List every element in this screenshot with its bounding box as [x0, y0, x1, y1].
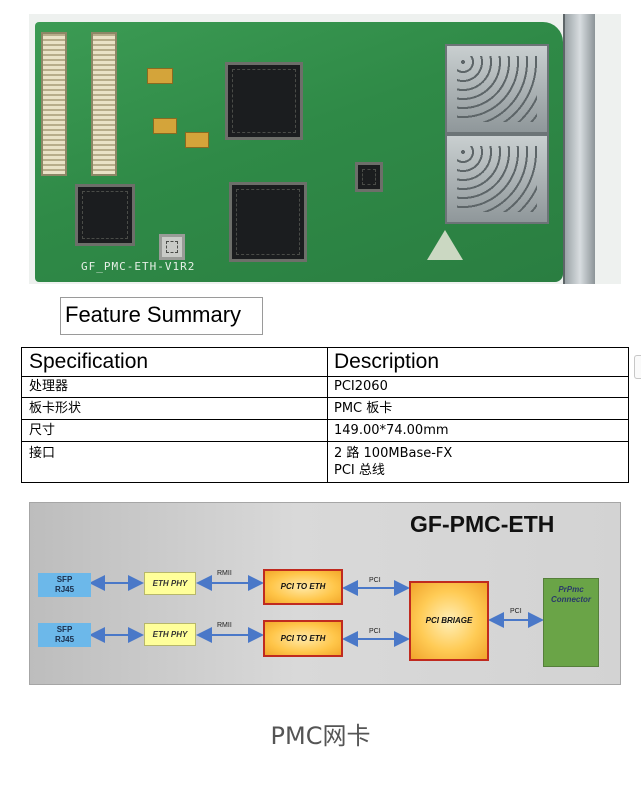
board-photo: GF_PMC-ETH-V1R2	[29, 14, 621, 284]
crystal	[159, 234, 185, 260]
rmii-label-top: RMII	[217, 570, 232, 577]
spec-cell: 处理器	[29, 379, 69, 394]
rj45-label: RJ45	[54, 585, 75, 594]
spec-table: Specification Description 处理器 PCI2060 板卡…	[21, 347, 629, 483]
eth-phy-block-top: ETH PHY	[144, 572, 196, 595]
pmc-connector-2	[91, 32, 117, 176]
header-description: Description	[334, 350, 440, 373]
table-row: 尺寸 149.00*74.00mm	[21, 420, 629, 442]
silkscreen-label: GF_PMC-ETH-V1R2	[81, 260, 196, 273]
sfp-cage-2	[445, 134, 549, 224]
sfp-cage-1	[445, 44, 549, 134]
diagram-title: GF-PMC-ETH	[410, 511, 555, 537]
pci-to-eth-block-top: PCI TO ETH	[263, 569, 343, 605]
spec-cell: 尺寸	[29, 423, 56, 438]
capacitor	[185, 132, 209, 148]
pcb-board: GF_PMC-ETH-V1R2	[35, 22, 563, 282]
spec-cell: 接口	[29, 446, 56, 461]
capacitor	[147, 68, 173, 84]
logo-mark	[427, 230, 463, 260]
desc-cell: PCI2060	[334, 379, 388, 394]
spec-cell: 板卡形状	[29, 401, 82, 416]
header-specification: Specification	[29, 350, 149, 373]
sfp-label: SFP	[56, 575, 73, 584]
pci-bridge-block: PCI BRIAGE	[409, 581, 489, 661]
capacitor	[153, 118, 177, 134]
pci-to-eth-block-bottom: PCI TO ETH	[263, 620, 343, 657]
pci-label-top: PCI	[369, 577, 381, 584]
table-row: 处理器 PCI2060	[21, 377, 629, 398]
column-divider	[327, 347, 328, 483]
feature-summary-title: Feature Summary	[65, 302, 242, 327]
desc-cell: PMC 板卡	[334, 401, 393, 416]
desc-cell: 149.00*74.00mm	[334, 423, 449, 438]
small-chip	[355, 162, 383, 192]
rj45-label: RJ45	[54, 635, 75, 644]
phy-chip	[75, 184, 135, 246]
eth-phy-block-bottom: ETH PHY	[144, 623, 196, 646]
rmii-label-bottom: RMII	[217, 622, 232, 629]
front-panel-bracket	[563, 14, 595, 284]
pmc-connector-1	[41, 32, 67, 176]
controller-chip	[229, 182, 307, 262]
caption: PMC网卡	[270, 722, 371, 750]
pci-label-bottom: PCI	[369, 628, 381, 635]
page-edge-tab	[634, 355, 641, 379]
connector-label-line2: Connector	[551, 595, 591, 604]
table-row: 接口 2 路 100MBase-FX PCI 总线	[21, 442, 629, 483]
sfp-label: SFP	[56, 625, 73, 634]
feature-summary-box: Feature Summary	[60, 297, 263, 335]
desc-cell: 2 路 100MBase-FX	[334, 446, 453, 461]
table-row: 板卡形状 PMC 板卡	[21, 398, 629, 420]
table-border	[21, 347, 629, 483]
table-header-row: Specification Description	[21, 347, 629, 377]
diagram-arrows	[89, 575, 544, 647]
controller-chip	[225, 62, 303, 140]
pci-label-connector: PCI	[510, 608, 522, 615]
desc-cell-line2: PCI 总线	[334, 463, 385, 478]
connector-label-line1: PrPmc	[558, 585, 584, 594]
